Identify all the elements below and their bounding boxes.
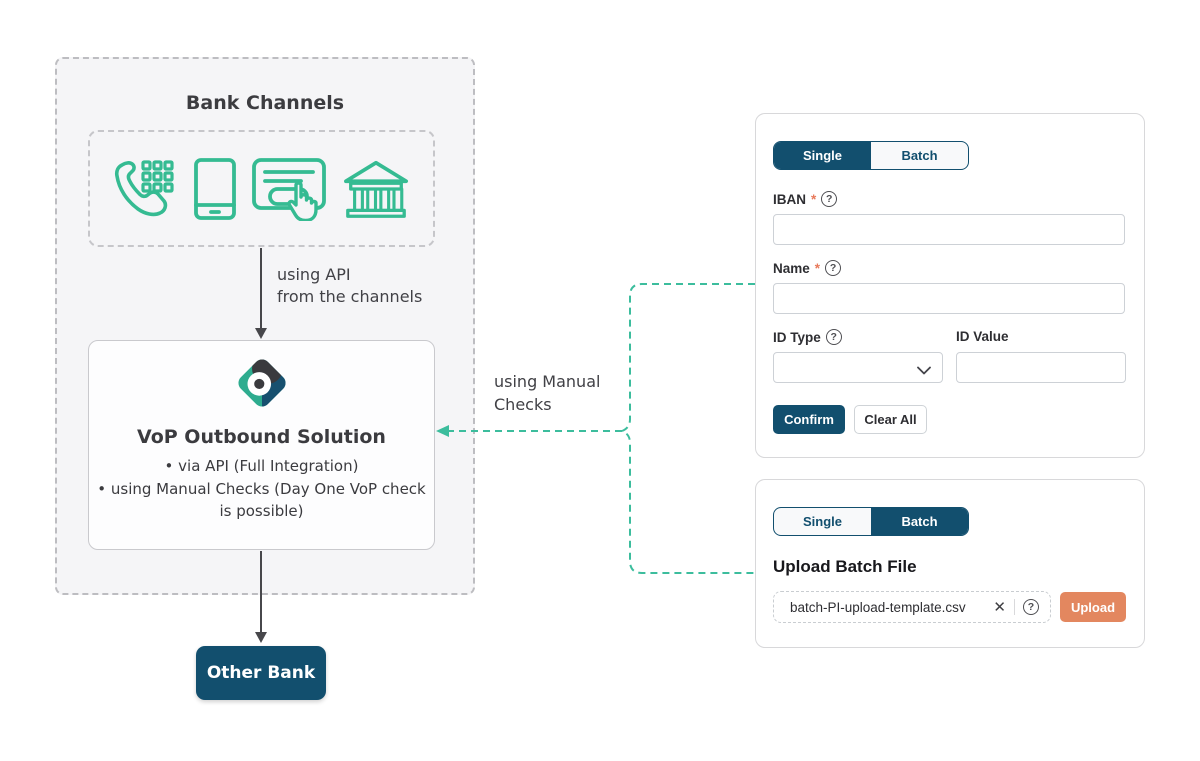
vop-bullet-list: via API (Full Integration) using Manual … [97,455,427,523]
required-asterisk: * [811,191,817,207]
mobile-phone-icon [192,157,238,221]
tab-single[interactable]: Single [774,142,871,169]
other-bank-node: Other Bank [196,646,326,700]
confirm-button[interactable]: Confirm [773,405,845,434]
upload-button[interactable]: Upload [1060,592,1126,622]
tab-single[interactable]: Single [802,514,842,529]
manual-checks-arrow-label: using Manual Checks [494,372,601,415]
help-icon[interactable]: ? [821,191,838,207]
online-banking-click-icon [251,157,327,221]
vop-title: VoP Outbound Solution [137,426,386,448]
divider [1014,599,1015,615]
required-asterisk: * [814,260,821,276]
name-label: Name * ? [773,260,842,276]
batch-upload-panel: Single Batch Upload Batch File batch-PI-… [755,479,1145,648]
clear-all-button[interactable]: Clear All [854,405,927,434]
bank-branch-icon [341,158,411,220]
vop-bullet: using Manual Checks (Day One VoP check i… [97,478,427,523]
help-icon[interactable]: ? [825,260,842,276]
single-batch-tab-group: Single Batch [773,507,969,536]
single-batch-tab-group: Single Batch [773,141,969,170]
id-type-select[interactable] [773,352,943,383]
id-value-input[interactable] [956,352,1126,383]
iban-label: IBAN * ? [773,191,838,207]
batch-file-field[interactable]: batch-PI-upload-template.csv ✕ ? [773,591,1051,623]
channel-icons-box [88,130,435,247]
brand-logo [233,354,291,417]
vop-bullet: via API (Full Integration) [97,455,427,478]
api-arrow-label: using API from the channels [277,265,423,307]
tab-batch[interactable]: Batch [901,148,938,163]
id-value-label: ID Value [956,329,1009,344]
iban-input[interactable] [773,214,1125,245]
bank-channels-title: Bank Channels [185,92,345,114]
name-input[interactable] [773,283,1125,314]
tab-batch[interactable]: Batch [871,508,968,535]
help-icon[interactable]: ? [825,329,842,345]
upload-batch-file-heading: Upload Batch File [773,557,917,576]
clear-file-icon[interactable]: ✕ [993,598,1006,616]
id-type-label: ID Type ? [773,329,842,345]
arrow-down-icon [255,632,267,643]
phone-keypad-icon [112,159,178,219]
selected-file-name: batch-PI-upload-template.csv [790,599,966,615]
chevron-down-icon [917,362,931,380]
single-check-panel: Single Batch IBAN * ? Name * ? ID Type ?… [755,113,1145,458]
help-icon[interactable]: ? [1023,599,1039,615]
vop-outbound-solution-box: VoP Outbound Solution via API (Full Inte… [88,340,435,550]
